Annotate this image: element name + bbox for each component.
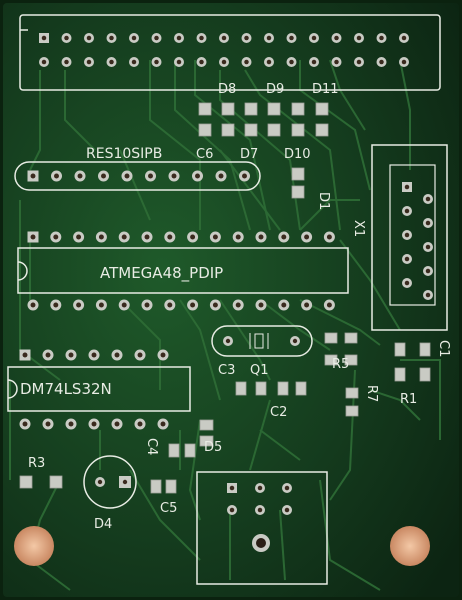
mcu-footprint — [17, 231, 349, 311]
label-c6: C6 — [196, 147, 213, 162]
label-d4: D4 — [94, 517, 112, 532]
label-r5: R5 — [332, 357, 349, 372]
crystal-q1 — [211, 325, 313, 357]
led-d4 — [83, 455, 137, 509]
label-x1: X1 — [351, 220, 366, 237]
label-d11: D11 — [312, 82, 339, 97]
label-logic-ic: DM74LS32N — [20, 380, 112, 398]
label-d1: D1 — [316, 192, 331, 210]
logic-ic-footprint — [7, 349, 191, 430]
label-res-network: RES10SIPB — [86, 146, 162, 162]
label-mcu: ATMEGA48_PDIP — [100, 264, 223, 283]
label-d5: D5 — [204, 440, 222, 455]
label-q1: Q1 — [250, 363, 269, 378]
smd-pads — [19, 332, 431, 494]
mounting-hole — [14, 526, 54, 566]
silkscreen-text: D8 D9 D11 RES10SIPB C6 D7 D10 D1 X1 ATME… — [20, 82, 451, 532]
label-d7: D7 — [240, 147, 258, 162]
label-r3: R3 — [28, 456, 45, 471]
bottom-connector — [196, 471, 328, 585]
label-c1: C1 — [436, 340, 451, 357]
label-c4: C4 — [144, 438, 159, 455]
label-c2: C2 — [270, 405, 287, 420]
label-c3: C3 — [218, 363, 235, 378]
header-connector — [19, 14, 441, 91]
x1-connector — [371, 144, 448, 331]
label-d10: D10 — [284, 147, 311, 162]
label-d8: D8 — [218, 82, 236, 97]
mounting-hole — [390, 526, 430, 566]
label-r1: R1 — [400, 392, 417, 407]
resistor-network — [14, 161, 261, 191]
label-d9: D9 — [266, 82, 284, 97]
label-r7: R7 — [364, 385, 379, 402]
label-c5: C5 — [160, 501, 177, 516]
led-array — [198, 102, 329, 199]
